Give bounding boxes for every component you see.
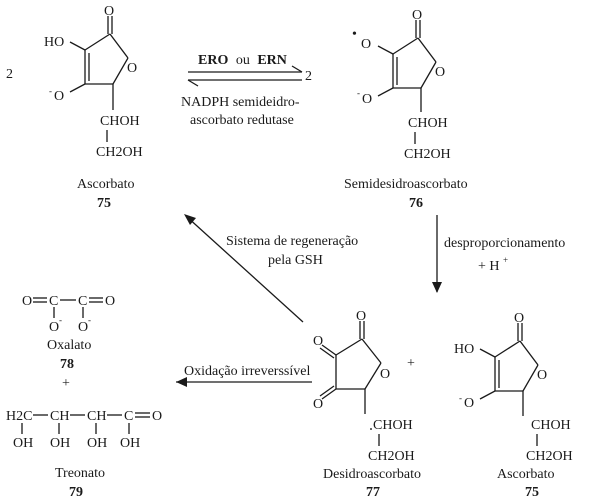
radical-oxygen: O: [361, 37, 371, 52]
chohl-label: CHOH: [373, 418, 413, 433]
chohl-label: CHOH: [100, 114, 140, 129]
o-label: O: [152, 409, 162, 424]
compound-number: 78: [60, 357, 74, 372]
ring-oxygen: O: [380, 367, 390, 382]
carbonyl-oxygen: O: [514, 311, 524, 326]
hydroxyl-label: HO: [44, 35, 64, 50]
compound-number: 75: [97, 196, 111, 211]
oxygen-1: O: [22, 294, 32, 309]
enzyme-label-line1: NADPH semideidro-: [181, 95, 300, 110]
ring-oxygen: O: [537, 368, 547, 383]
carbonyl-oxygen-1: O: [356, 309, 366, 324]
regeneration-arrow: Sistema de regeneração pela GSH: [184, 214, 358, 323]
ascorbate-left: 2 O O HO - O CHOH CH2OH Ascorbato 75: [6, 4, 143, 211]
oxidation-label: Oxidação irreverssível: [184, 364, 310, 379]
compound-name: Ascorbato: [497, 467, 555, 482]
plus-sign: +: [407, 356, 415, 371]
carbonyl-oxygen-2: O: [313, 334, 323, 349]
carbonyl-oxygen: O: [412, 8, 422, 23]
chohl-label: CHOH: [408, 116, 448, 131]
charge-label: -: [49, 86, 52, 96]
stoich-coefficient: 2: [305, 69, 312, 84]
ring-oxygen: O: [127, 61, 137, 76]
ch2oh-label: CH2OH: [404, 147, 451, 162]
h2c-label: H2C: [6, 409, 32, 424]
oh-label-3: OH: [87, 436, 107, 451]
ch-label-1: CH: [50, 409, 69, 424]
stoich-coefficient: 2: [6, 67, 13, 82]
enzyme-label-line2: ascorbato redutase: [190, 113, 294, 128]
carbon-2: C: [78, 294, 87, 309]
compound-name: Treonato: [55, 466, 105, 481]
radical-dot: •: [352, 27, 357, 42]
compound-number: 75: [525, 485, 539, 499]
compound-number: 77: [366, 485, 380, 499]
oh-label-2: OH: [50, 436, 70, 451]
chohl-label: CHOH: [531, 418, 571, 433]
compound-name: Oxalato: [47, 338, 91, 353]
charge-2: -: [88, 315, 91, 325]
carbonyl-oxygen-3: O: [313, 397, 323, 412]
ascorbate-right: O O HO - O CHOH CH2OH Ascorbato 75: [454, 311, 573, 499]
c-label: C: [124, 409, 133, 424]
ern-label: ERN: [257, 53, 287, 68]
threonate: H2C CH CH C O OH OH OH OH Treonato 79: [6, 409, 162, 499]
charge-label: -: [459, 393, 462, 403]
charge-1: -: [59, 315, 62, 325]
compound-number: 79: [69, 485, 83, 499]
regeneration-label-line2: pela GSH: [268, 253, 323, 268]
compound-name: Desidroascorbato: [323, 467, 421, 482]
ou-label: ou: [236, 53, 250, 68]
oxidation-arrow: Oxidação irreverssível: [176, 364, 312, 387]
ch-label-2: CH: [87, 409, 106, 424]
ch2oh-label: CH2OH: [526, 449, 573, 464]
oh-label-4: OH: [120, 436, 140, 451]
dehydroascorbate: O O O O CHOH CH2OH Desidroascorbato 77: [313, 309, 421, 499]
disproportionation-arrow: desproporcionamento + H +: [432, 215, 565, 293]
oxygen-2: O: [105, 294, 115, 309]
hydroxyl-label: HO: [454, 342, 474, 357]
compound-name: Ascorbato: [77, 177, 135, 192]
oxalate: O C C O O - O - Oxalato 78: [22, 294, 115, 372]
regeneration-label-line1: Sistema de regeneração: [226, 234, 358, 249]
plus-sign-2: +: [62, 376, 70, 391]
carbon-1: C: [49, 294, 58, 309]
semidehydroascorbate: 2 O O • O - O CHOH CH2OH Semidesidroasco…: [305, 8, 468, 211]
oxyanion-label: O: [54, 89, 64, 104]
charge-label: -: [357, 88, 360, 98]
ch2oh-label: CH2OH: [96, 145, 143, 160]
svg-text:ERO ou ERN: ERO ou ERN: [198, 53, 287, 68]
oh-label-1: OH: [13, 436, 33, 451]
carbonyl-oxygen: O: [104, 4, 114, 19]
disproportionation-label: desproporcionamento: [444, 236, 565, 251]
ring-oxygen: O: [435, 65, 445, 80]
oxyanion-label: O: [362, 92, 372, 107]
compound-name: Semidesidroascorbato: [344, 177, 468, 192]
ch2oh-label: CH2OH: [368, 449, 415, 464]
ero-label: ERO: [198, 53, 228, 68]
oxyanion-1: O: [49, 320, 59, 335]
proton-label: + H +: [478, 255, 508, 274]
oxyanion-label: O: [464, 396, 474, 411]
compound-number: 76: [409, 196, 423, 211]
oxyanion-2: O: [78, 320, 88, 335]
equilibrium-arrow: ERO ou ERN NADPH semideidro- ascorbato r…: [181, 53, 303, 128]
